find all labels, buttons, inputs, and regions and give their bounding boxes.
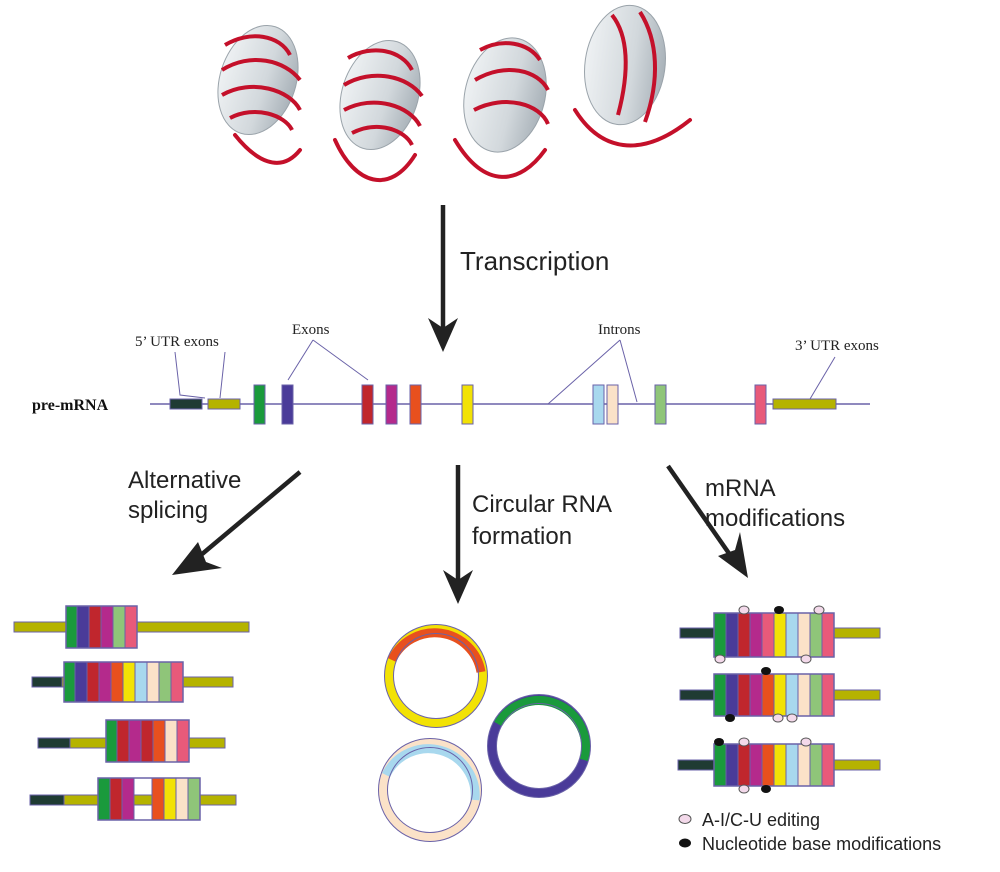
modified-mrna-1 xyxy=(679,605,881,664)
exon-lightgreen xyxy=(654,384,667,425)
legend-base-mod: Nucleotide base modifications xyxy=(702,834,941,854)
utr5-exon-2 xyxy=(207,398,241,410)
exon-orange xyxy=(409,384,422,425)
splice-isoform-1 xyxy=(13,605,250,649)
chromatin xyxy=(217,4,692,183)
transcription-arrow xyxy=(428,205,458,352)
mrna-mod-label-1: mRNA xyxy=(705,475,776,502)
pre-mrna: pre-mRNA 5’ UTR exons Exons Introns 3’ U… xyxy=(32,322,879,425)
exon-red xyxy=(361,384,374,425)
mrna-mod-arrow xyxy=(666,464,748,578)
circular-rna-arrow xyxy=(443,465,473,604)
exons-label: Exons xyxy=(292,322,330,338)
transcription-label: Transcription xyxy=(460,246,609,276)
exon-yellow xyxy=(461,384,474,425)
splice-isoform-4 xyxy=(29,777,237,821)
pre-mrna-label: pre-mRNA xyxy=(32,397,109,414)
nucleosome-3 xyxy=(463,37,550,153)
base-mod-marker xyxy=(679,838,691,848)
exon-peach xyxy=(606,384,619,425)
nucleosome-1 xyxy=(217,24,302,136)
editing-marker xyxy=(678,814,692,824)
exon-indigo xyxy=(281,384,294,425)
alt-splicing-label-2: splicing xyxy=(128,497,208,524)
modified-mrna-2 xyxy=(679,667,881,723)
exon-pink xyxy=(754,384,767,425)
introns-label: Introns xyxy=(598,322,641,338)
exon-green xyxy=(253,384,266,425)
legend: A-I/C-U editing Nucleotide base modifica… xyxy=(678,810,941,854)
mrna-mod-label-2: modifications xyxy=(705,505,845,532)
utr5-exon-1 xyxy=(169,398,203,410)
splice-isoform-3 xyxy=(37,719,226,763)
circular-rna-2 xyxy=(487,694,591,798)
circular-rna-3 xyxy=(378,738,482,842)
nucleosome-2 xyxy=(339,39,424,151)
splice-isoform-2 xyxy=(31,661,234,703)
utr5-label: 5’ UTR exons xyxy=(135,334,219,350)
circular-rna-label-1: Circular RNA xyxy=(472,491,612,518)
utr3-label: 3’ UTR exons xyxy=(795,338,879,354)
circular-rna-label-2: formation xyxy=(472,523,572,550)
circular-rna-1 xyxy=(384,624,488,728)
modified-mrna-3 xyxy=(677,737,881,794)
exon-magenta xyxy=(385,384,398,425)
alt-splicing-arrow xyxy=(172,470,302,575)
dna-linker xyxy=(233,108,692,183)
legend-editing: A-I/C-U editing xyxy=(702,810,820,830)
utr3-exon xyxy=(772,398,837,410)
nucleosome-4 xyxy=(584,4,666,126)
alt-splicing-label-1: Alternative xyxy=(128,467,241,494)
exon-lightblue xyxy=(592,384,605,425)
